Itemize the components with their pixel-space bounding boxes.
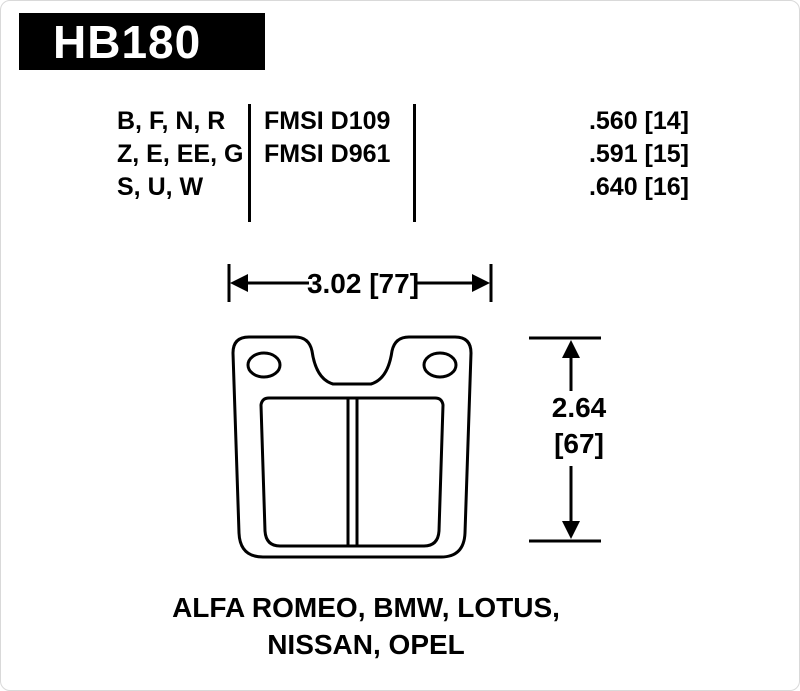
applications-line-1: ALFA ROMEO, BMW, LOTUS, <box>172 592 560 623</box>
thickness-row: .560 [14] <box>588 107 689 135</box>
compound-row: B, F, N, R <box>117 107 226 135</box>
height-dimension <box>529 336 601 543</box>
height-dimension-label-in: 2.64 <box>552 392 607 423</box>
compound-row: Z, E, EE, G <box>117 140 244 168</box>
mounting-hole-right <box>422 351 458 379</box>
pad-outline-group <box>231 335 473 559</box>
compound-row: S, U, W <box>117 173 204 201</box>
thickness-column: .560 [14] .591 [15] .640 [16] <box>589 105 689 204</box>
column-divider-right <box>413 104 416 222</box>
left-arrowhead-icon <box>230 274 248 292</box>
thickness-row: .640 [16] <box>588 173 689 201</box>
fmsi-row: FMSI D961 <box>264 140 391 168</box>
right-arrowhead-icon <box>472 274 490 292</box>
applications-line-2: NISSAN, OPEL <box>267 629 465 660</box>
applications: ALFA ROMEO, BMW, LOTUS, NISSAN, OPEL <box>1 589 731 663</box>
height-dimension-label-mm: [67] <box>554 428 604 459</box>
width-dimension-label: 3.02 [77] <box>307 268 419 299</box>
thickness-row: .591 [15] <box>588 140 689 168</box>
brake-pad-drawing: 3.02 [77] 2.64 [67] <box>227 264 607 559</box>
width-dimension <box>227 264 493 302</box>
compound-codes-column: B, F, N, R Z, E, EE, G S, U, W <box>117 105 243 204</box>
mounting-hole-left <box>246 351 282 379</box>
pad-outer-outline <box>231 335 473 559</box>
down-arrowhead-icon <box>562 521 580 539</box>
part-number-box: HB180 <box>19 13 265 70</box>
column-divider-left <box>248 104 251 222</box>
fmsi-row: FMSI D109 <box>264 107 391 135</box>
up-arrowhead-icon <box>562 340 580 358</box>
pad-friction-outline <box>259 396 445 548</box>
fmsi-column: FMSI D109 FMSI D961 <box>264 105 390 171</box>
part-number: HB180 <box>53 15 202 68</box>
